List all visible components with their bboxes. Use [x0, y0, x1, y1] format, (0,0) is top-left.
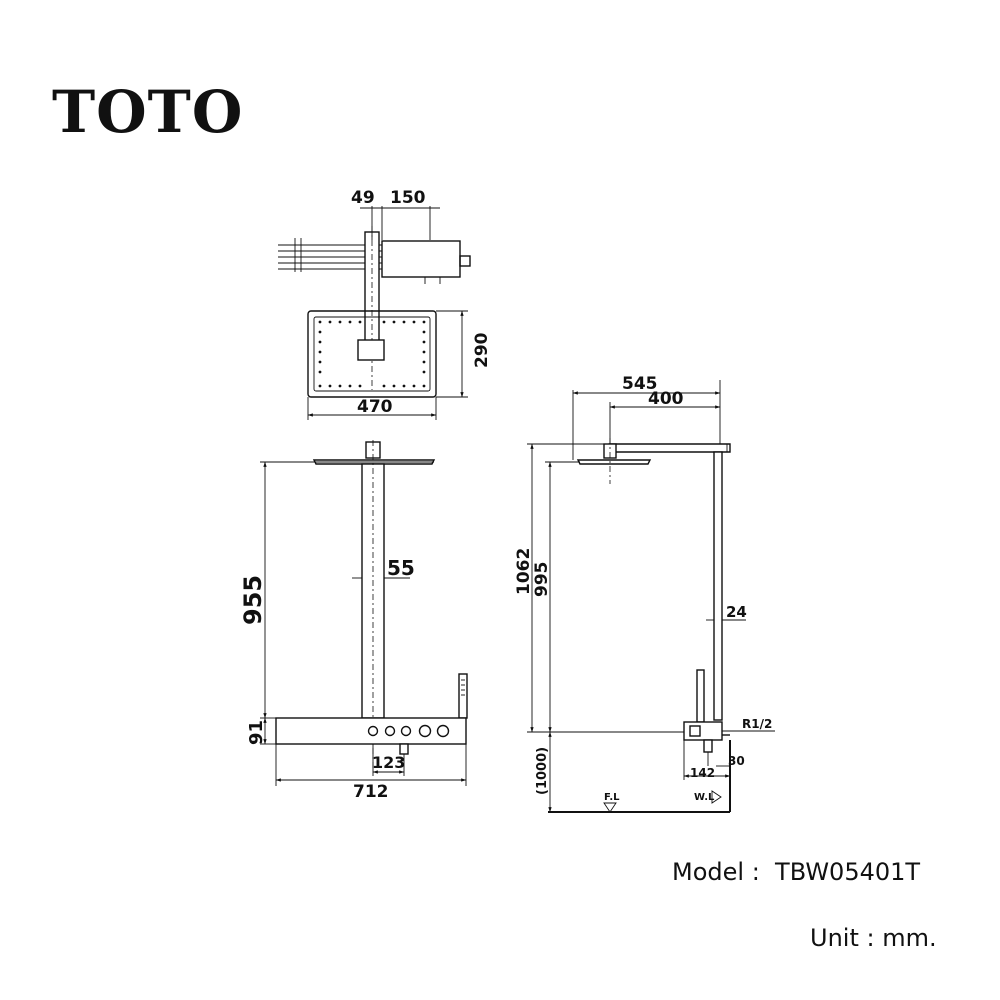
hand-shower — [458, 673, 468, 719]
model-value: TBW05401T — [775, 858, 921, 886]
nozzle-dots — [318, 320, 426, 388]
side-column — [713, 451, 723, 721]
model-label: Model : — [672, 858, 760, 886]
plan-view: 49 150 290 470 — [278, 188, 492, 420]
dim-1062: 1062 — [514, 548, 534, 595]
wall-line-label: W.L — [694, 792, 715, 803]
dim-470: 470 — [357, 397, 393, 417]
plan-control-box — [381, 240, 461, 278]
toto-logo: TOTO — [52, 78, 244, 146]
floor-level-label: F.L — [604, 792, 620, 803]
dim-545: 545 — [622, 374, 658, 394]
dim-995: 995 — [532, 562, 552, 598]
dim-30: 30 — [728, 754, 745, 768]
shower-head-plan — [307, 310, 437, 398]
front-view: 955 91 55 123 712 — [239, 440, 468, 802]
side-shower-head — [576, 459, 652, 465]
dim-1000: (1000) — [535, 747, 550, 795]
model-caption: Model : TBW05401T — [672, 858, 920, 886]
dim-123: 123 — [372, 753, 405, 772]
valve-knob-5 — [436, 724, 450, 738]
dim-400: 400 — [648, 389, 684, 409]
valve-knob-1 — [367, 725, 379, 737]
front-control-panel — [275, 717, 467, 745]
dim-142: 142 — [690, 766, 715, 780]
dim-55: 55 — [387, 556, 415, 580]
dim-91: 91 — [246, 720, 267, 745]
dim-24: 24 — [726, 603, 747, 621]
valve-knob-3 — [400, 725, 412, 737]
head-connector — [357, 339, 385, 361]
valve-knob-4 — [418, 724, 432, 738]
dim-49: 49 — [351, 188, 375, 208]
floor-level-marker — [603, 802, 617, 813]
dim-712: 712 — [353, 782, 389, 802]
wall-line-marker — [711, 790, 722, 804]
front-shower-head — [312, 459, 436, 465]
side-view: 545 400 1062 995 24 R1/2 (1000) 142 30 F… — [514, 374, 775, 813]
side-shower-arm — [608, 443, 731, 453]
dim-290: 290 — [472, 332, 492, 368]
unit-caption: Unit : mm. — [810, 924, 937, 952]
dim-r12: R1/2 — [742, 717, 772, 731]
valve-knob-2 — [384, 725, 396, 737]
dim-955: 955 — [239, 575, 267, 625]
dim-150: 150 — [390, 188, 426, 208]
